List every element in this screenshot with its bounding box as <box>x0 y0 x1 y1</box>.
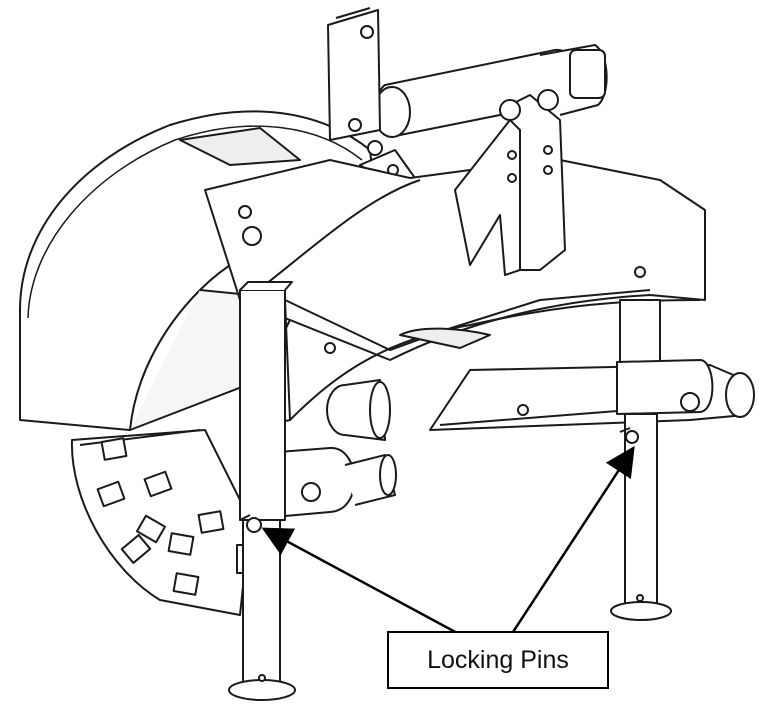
locking-pin-left <box>239 514 262 533</box>
cutter-tooth <box>172 572 200 596</box>
left-stand-leg <box>228 281 296 701</box>
cutter-tooth <box>197 510 225 534</box>
cutter-tooth <box>100 437 128 461</box>
cutter-wheel <box>70 429 254 616</box>
right-stand-leg <box>610 299 714 621</box>
cutter-tooth <box>167 532 195 556</box>
locking-pin-right <box>619 427 639 444</box>
pivot-plates <box>454 89 566 276</box>
cutter-tooth <box>96 480 126 508</box>
pto-shaft <box>326 379 391 441</box>
cutter-tooth <box>120 534 152 564</box>
hydraulic-cylinder <box>373 44 608 138</box>
cutter-tooth <box>143 470 173 498</box>
cutter-tooth <box>135 514 167 544</box>
locking-pins-label: Locking Pins <box>387 631 609 689</box>
arrow-right-pin <box>496 445 635 656</box>
